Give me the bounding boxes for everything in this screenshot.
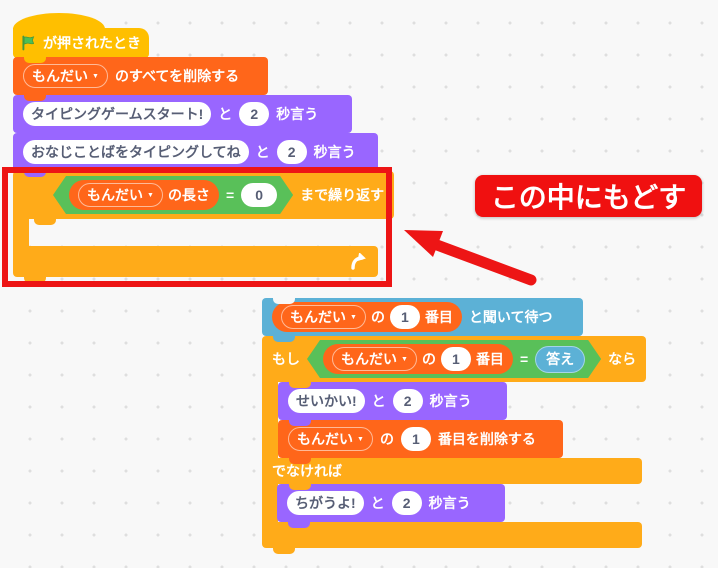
say-text-input[interactable]: おなじことばをタイピングしてね [23, 140, 249, 164]
connector-bump [289, 420, 311, 426]
list-dropdown[interactable]: もんだい ▼ [332, 347, 417, 371]
connector-bump [24, 133, 46, 139]
connector-bump [273, 336, 295, 342]
else-arm[interactable]: でなければ [262, 458, 642, 484]
item-index-input[interactable]: 1 [400, 427, 431, 451]
chevron-down-icon: ▼ [147, 191, 154, 199]
of-label: の [379, 431, 394, 447]
if-else-spine-then [262, 382, 278, 458]
say-text-input[interactable]: せいかい! [288, 389, 365, 413]
item-suffix-label: 番目 [424, 309, 453, 325]
item-index-input[interactable]: 1 [389, 305, 420, 329]
equals-sign: = [519, 351, 529, 367]
hat-label: が押されたとき [43, 35, 141, 51]
delete-all-of-list-block[interactable]: もんだい ▼ のすべてを削除する [13, 57, 268, 95]
connector-bump [24, 277, 46, 283]
highlight-rectangle [2, 167, 392, 287]
delete-item-of-list-block[interactable]: もんだい ▼ の 1 番目を削除する [278, 420, 563, 458]
equals-condition[interactable]: もんだい ▼ の長さ = 0 [53, 176, 293, 214]
connector-bump [288, 522, 310, 528]
if-else-bottom-arm[interactable] [262, 522, 642, 548]
seconds-input[interactable]: 2 [276, 140, 307, 164]
else-label: でなければ [272, 463, 342, 479]
connector-bump [24, 57, 46, 63]
of-label: の [421, 351, 436, 367]
say-suffix-label: 秒言う [429, 393, 472, 409]
connector-bump [289, 382, 311, 388]
chevron-down-icon: ▼ [357, 435, 364, 443]
list-dropdown[interactable]: もんだい ▼ [23, 64, 108, 88]
chevron-down-icon: ▼ [92, 72, 99, 80]
connector-bump [289, 484, 311, 490]
and-label: と [255, 144, 270, 160]
repeat-until-spine [13, 219, 29, 246]
green-flag-icon [21, 35, 37, 51]
say-suffix-label: 秒言う [313, 144, 356, 160]
list-dropdown[interactable]: もんだい ▼ [281, 305, 366, 329]
item-of-list-reporter[interactable]: もんだい ▼ の 1 番目 [323, 344, 513, 374]
chevron-down-icon: ▼ [350, 313, 357, 321]
when-flag-clicked-block[interactable]: が押されたとき [13, 13, 149, 58]
list-dropdown-value: もんだい [297, 431, 353, 447]
of-label: の [370, 309, 385, 325]
say-wrong-block[interactable]: ちがうよ! と 2 秒言う [277, 484, 505, 522]
list-dropdown-value: もんだい [87, 187, 143, 203]
delete-all-label: のすべてを削除する [114, 68, 240, 84]
say-suffix-label: 秒言う [276, 106, 319, 122]
ask-wait-label: と聞いて待つ [468, 309, 553, 325]
and-label: と [371, 393, 386, 409]
say-correct-block[interactable]: せいかい! と 2 秒言う [278, 382, 507, 420]
say-instruction-block[interactable]: おなじことばをタイピングしてね と 2 秒言う [13, 133, 378, 171]
and-label: と [370, 495, 385, 511]
then-label: なら [608, 351, 637, 367]
chevron-down-icon: ▼ [401, 355, 408, 363]
say-suffix-label: 秒言う [428, 495, 471, 511]
answer-reporter[interactable]: 答え [535, 346, 585, 373]
repeat-until-bottom-arm[interactable] [13, 246, 378, 277]
repeat-until-block[interactable]: もんだい ▼ の長さ = 0 まで繰り返す [13, 171, 395, 219]
item-of-list-reporter[interactable]: もんだい ▼ の 1 番目 [272, 302, 462, 332]
equals-condition[interactable]: もんだい ▼ の 1 番目 = 答え [307, 340, 601, 378]
loop-arrow-icon [349, 253, 368, 270]
say-text-input[interactable]: タイピングゲームスタート! [23, 102, 212, 126]
equals-sign: = [225, 187, 235, 203]
connector-bump [289, 458, 311, 464]
connector-bump [24, 171, 46, 177]
say-text-input[interactable]: ちがうよ! [287, 491, 364, 515]
length-label: の長さ [167, 187, 210, 203]
list-dropdown-value: もんだい [32, 68, 88, 84]
list-dropdown-value: もんだい [290, 309, 346, 325]
if-label: もし [272, 351, 300, 367]
delete-item-label: 番目を削除する [437, 431, 536, 447]
length-of-list-reporter[interactable]: もんだい ▼ の長さ [69, 180, 219, 210]
connector-bump [24, 95, 46, 101]
list-dropdown[interactable]: もんだい ▼ [288, 427, 373, 451]
item-index-input[interactable]: 1 [441, 347, 471, 371]
seconds-input[interactable]: 2 [239, 102, 270, 126]
say-start-block[interactable]: タイピングゲームスタート! と 2 秒言う [13, 95, 352, 133]
item-suffix-label: 番目 [475, 351, 504, 367]
seconds-input[interactable]: 2 [392, 389, 423, 413]
connector-notch [273, 298, 295, 304]
list-dropdown[interactable]: もんだい ▼ [78, 183, 163, 207]
seconds-input[interactable]: 2 [391, 491, 422, 515]
ask-and-wait-block[interactable]: もんだい ▼ の 1 番目 と聞いて待つ [262, 298, 583, 336]
list-dropdown-value: もんだい [341, 351, 397, 367]
if-else-spine-else [262, 484, 278, 522]
repeat-until-label: まで繰り返す [300, 187, 385, 203]
annotation-callout: この中にもどす [475, 175, 702, 217]
and-label: と [218, 106, 233, 122]
compare-value-input[interactable]: 0 [241, 183, 277, 207]
connector-bump [34, 219, 56, 225]
connector-bump [273, 548, 295, 554]
if-else-block[interactable]: もし もんだい ▼ の 1 番目 = 答え なら [262, 336, 647, 382]
